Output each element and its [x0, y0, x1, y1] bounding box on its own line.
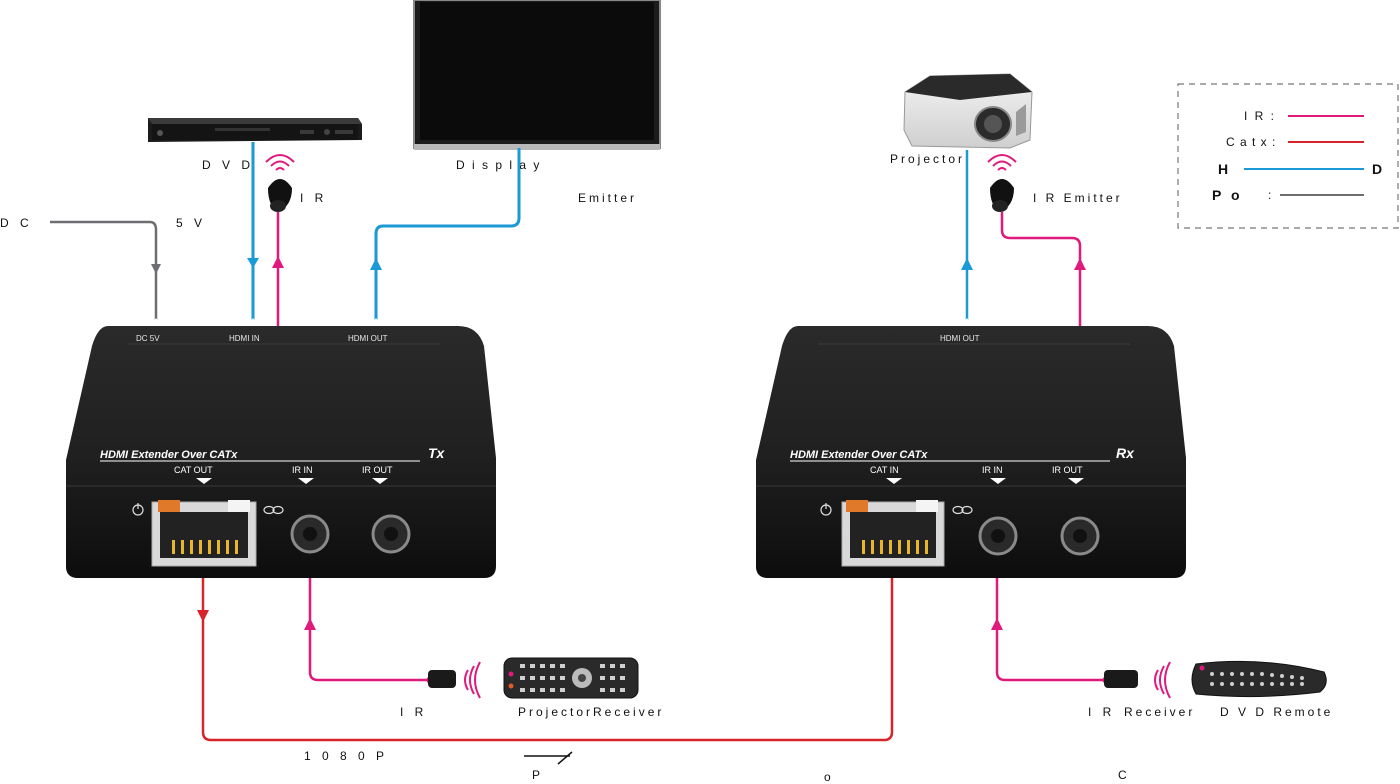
ir-receiver-icon	[428, 661, 481, 699]
ir-cable-tx-receiver	[308, 540, 432, 682]
tx-port-ir-out: IR OUT	[362, 465, 393, 475]
ir-emitter-icon	[987, 154, 1017, 212]
tx-port-hdmi-in: HDMI IN	[229, 334, 260, 343]
catx-cable	[201, 548, 894, 742]
power-icon	[132, 503, 144, 516]
rx-extender-box: HDMI Extender Over CATx Rx	[756, 318, 1186, 578]
legend	[1177, 83, 1399, 229]
rx-port-cat-in: CAT IN	[870, 465, 899, 475]
label-1080p: 1 0 8 0 P	[304, 749, 389, 763]
legend-ir-label: I R :	[1244, 109, 1277, 123]
legend-po-label: P o	[1212, 187, 1243, 203]
ir-cable-rx-receiver	[995, 540, 1108, 682]
tx-badge: Tx	[428, 445, 446, 461]
label-o-bottom: o	[824, 770, 835, 784]
tx-port-cat-out: CAT OUT	[174, 465, 213, 475]
label-dvd: D V D	[202, 158, 255, 172]
label-projector: Projector	[890, 152, 966, 166]
rx-title: HDMI Extender Over CATx	[790, 449, 928, 461]
rx-port-ir-out: IR OUT	[1052, 465, 1083, 475]
label-c-bottom: C	[1118, 768, 1131, 782]
tx-port-hdmi-out: HDMI OUT	[348, 334, 388, 343]
legend-catx-label: C a t x :	[1226, 135, 1277, 149]
remote-control-icon	[503, 657, 639, 699]
label-display: D i s p l a y	[456, 158, 542, 172]
label-emitter-tx: Emitter	[578, 191, 638, 205]
link-icon	[952, 505, 973, 515]
rx-port-ir-in: IR IN	[982, 465, 1003, 475]
ir-emitter-icon	[265, 154, 295, 212]
label-5v: 5 V	[176, 216, 207, 230]
legend-h-label: H	[1218, 161, 1229, 177]
ir-receiver-icon	[1104, 661, 1171, 699]
label-ir-tx-top: I R	[300, 191, 328, 205]
label-p-bottom: P	[532, 768, 545, 782]
projector-icon	[903, 73, 1033, 149]
label-ir-rx-bottom: I R	[1088, 705, 1116, 719]
tx-title: HDMI Extender Over CATx	[100, 449, 238, 461]
tx-port-ir-in: IR IN	[292, 465, 313, 475]
remote-control-icon	[1191, 660, 1327, 698]
label-dvd-remote: D V D Remote	[1220, 705, 1334, 719]
label-dc: D C	[0, 216, 33, 230]
dvd-player-icon	[148, 118, 362, 142]
tx-port-dc: DC 5V	[136, 334, 160, 343]
hdmi-cable-display	[374, 148, 521, 322]
label-ir-tx-bottom: I R	[400, 705, 428, 719]
rx-badge: Rx	[1116, 445, 1135, 461]
power-icon	[820, 503, 832, 516]
label-receiver-rx: Receiver	[1124, 705, 1196, 719]
display-monitor-icon	[413, 0, 661, 150]
rx-port-hdmi-out: HDMI OUT	[940, 334, 980, 343]
power-cable	[50, 220, 158, 322]
legend-d-label: D	[1372, 161, 1383, 177]
legend-colon: :	[1268, 188, 1276, 202]
tx-extender-box: HDMI Extender Over CATx Tx	[66, 318, 496, 578]
link-icon	[263, 505, 284, 515]
label-ir-emitter-rx: I R Emitter	[1033, 191, 1123, 205]
ir-cable-rx-emitter	[1000, 212, 1082, 532]
label-projector-receiver: ProjectorReceiver	[518, 705, 665, 719]
